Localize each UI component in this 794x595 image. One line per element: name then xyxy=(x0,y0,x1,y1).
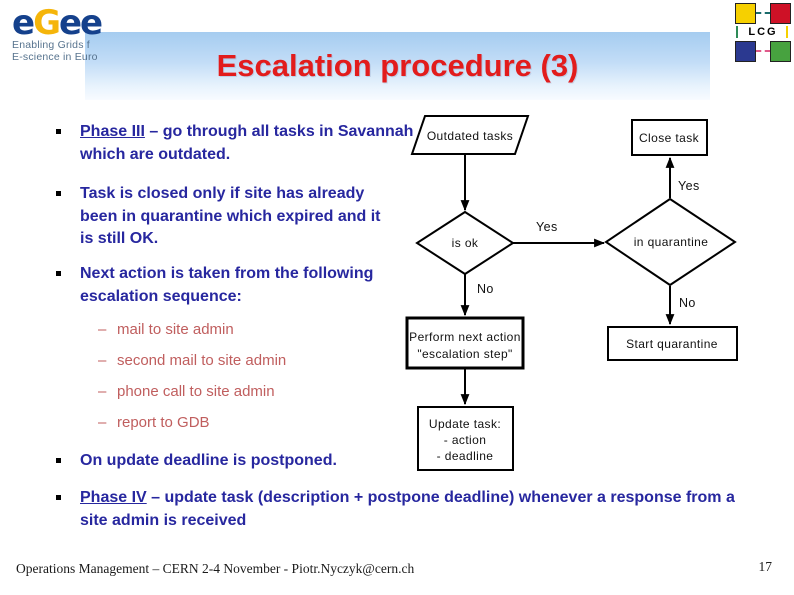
bullet-phase4-rest: – update task (description + postpone de… xyxy=(80,489,735,529)
flow-decision-is-ok-label: is ok xyxy=(452,236,479,250)
sub-bullet-marker: – xyxy=(98,383,107,400)
flow-node-update-line2: - action xyxy=(444,433,487,447)
list-item: – mail to site admin xyxy=(98,321,286,352)
page-title: Escalation procedure (3) xyxy=(216,48,579,83)
lcg-square-red xyxy=(770,3,791,24)
flow-node-close-task-label: Close task xyxy=(639,131,700,145)
page-number: 17 xyxy=(758,559,773,574)
flow-node-start-quarantine-label: Start quarantine xyxy=(626,337,718,351)
flow-node-perform-line1: Perform next action xyxy=(409,330,521,344)
bullet-phase4: Phase IV – update task (description + po… xyxy=(56,487,735,532)
egee-logo: eGee Enabling Grids f E-science in Euro xyxy=(12,3,103,63)
bullet-next-action-text: Next action is taken from the following … xyxy=(80,265,374,305)
bullet-marker xyxy=(56,271,61,276)
title-banner: Escalation procedure (3) xyxy=(85,32,710,100)
flow-node-outdated-tasks-label: Outdated tasks xyxy=(427,129,513,143)
bullet-marker xyxy=(56,129,61,134)
bullet-marker xyxy=(56,458,61,463)
flow-node-update-line3: - deadline xyxy=(437,449,494,463)
sub-bullet-marker: – xyxy=(98,321,107,338)
bullet-marker xyxy=(56,191,61,196)
lcg-square-yellow xyxy=(735,3,756,24)
egee-tagline-line2: E-science in Euro xyxy=(12,50,98,63)
escalation-sequence-list: – mail to site admin – second mail to si… xyxy=(98,321,286,445)
sub-bullet-marker: – xyxy=(98,414,107,431)
lcg-square-green xyxy=(770,41,791,62)
lcg-dashed-connector xyxy=(736,26,738,38)
flow-node-outdated-tasks xyxy=(410,115,530,155)
bullet-deadline-postponed-text: On update deadline is postponed. xyxy=(80,452,337,469)
flow-node-perform-line2: "escalation step" xyxy=(417,347,512,361)
list-item: – report to GDB xyxy=(98,414,286,445)
bullet-task-closed: Task is closed only if site has already … xyxy=(56,183,392,251)
bullet-task-closed-text: Task is closed only if site has already … xyxy=(80,185,381,247)
sub-bullet-text: report to GDB xyxy=(117,414,210,431)
lcg-dashed-connector xyxy=(786,26,788,38)
lcg-square-blue xyxy=(735,41,756,62)
list-item: – second mail to site admin xyxy=(98,352,286,383)
flow-label-yes-up: Yes xyxy=(678,179,700,193)
footer-text: Operations Management – CERN 2-4 Novembe… xyxy=(16,561,415,576)
egee-tagline-line1: Enabling Grids f xyxy=(12,39,90,51)
egee-letter: e xyxy=(12,3,35,43)
lcg-label: LCG xyxy=(748,26,778,38)
egee-letter-g: G xyxy=(33,3,61,43)
flow-node-update-line1: Update task: xyxy=(429,417,501,431)
bullet-marker xyxy=(56,495,61,500)
flow-node-start-quarantine xyxy=(607,326,738,361)
bullet-phase3: Phase III – go through all tasks in Sava… xyxy=(56,121,415,166)
escalation-flowchart: Outdated tasks is ok Yes No Perform next… xyxy=(405,115,738,471)
lcg-dashed-connector xyxy=(756,12,770,14)
bullet-deadline-postponed: On update deadline is postponed. xyxy=(56,450,480,473)
flow-decision-in-quarantine xyxy=(604,197,737,287)
flow-label-no-right: No xyxy=(679,296,696,310)
egee-letters: ee xyxy=(58,3,103,43)
bullet-phase4-lead: Phase IV xyxy=(80,489,147,506)
flow-node-close-task xyxy=(631,119,708,156)
sub-bullet-text: mail to site admin xyxy=(117,321,234,338)
sub-bullet-text: phone call to site admin xyxy=(117,383,275,400)
bullet-next-action: Next action is taken from the following … xyxy=(56,263,425,308)
bullet-phase3-lead: Phase III xyxy=(80,123,145,140)
egee-wordmark: eGee xyxy=(12,3,103,43)
list-item: – phone call to site admin xyxy=(98,383,286,414)
sub-bullet-marker: – xyxy=(98,352,107,369)
bullet-phase3-rest: – go through all tasks in Savannah which… xyxy=(80,123,414,163)
lcg-logo: LCG xyxy=(728,2,794,64)
sub-bullet-text: second mail to site admin xyxy=(117,352,287,369)
flow-label-no-left: No xyxy=(477,282,494,296)
flow-node-update-task xyxy=(417,406,514,471)
flow-decision-in-quarantine-label: in quarantine xyxy=(634,235,709,249)
lcg-dashed-connector xyxy=(756,50,770,52)
flow-label-yes-right: Yes xyxy=(536,220,558,234)
